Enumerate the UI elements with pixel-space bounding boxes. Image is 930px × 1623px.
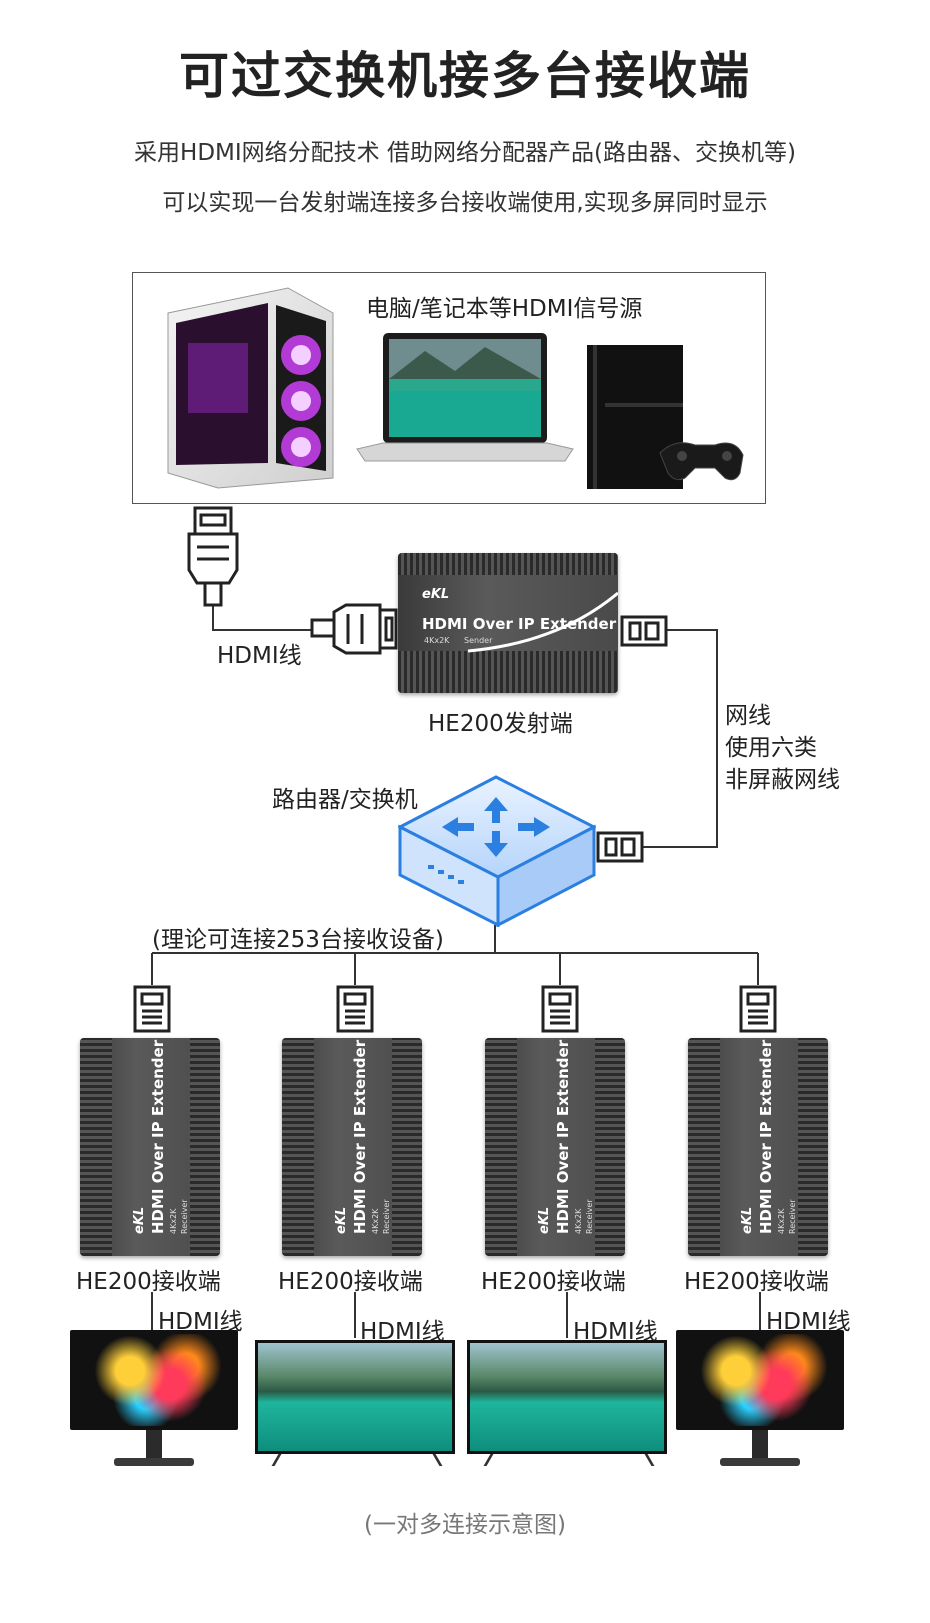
- receiver-1-label: HE200接收端: [76, 1269, 221, 1295]
- subtitle-line-1: 采用HDMI网络分配技术 借助网络分配器产品(路由器、交换机等): [134, 140, 796, 166]
- receiver-3-label: HE200接收端: [481, 1269, 626, 1295]
- laptop-icon: [356, 333, 574, 462]
- transmitter-device: eKL HDMI Over IP Extender 4Kx2K Sender: [398, 553, 618, 693]
- receiver-device-2: eKL HDMI Over IP Extender 4Kx2K Receiver: [282, 1038, 422, 1256]
- rj45-connector-icon: [620, 615, 668, 647]
- rj45-receiver-3-icon: [541, 985, 579, 1033]
- monitor-display-4: [676, 1330, 844, 1468]
- receiver-4-role: Receiver: [788, 1199, 797, 1234]
- receiver-2-product-name: HDMI Over IP Extender: [351, 1039, 369, 1234]
- receiver-4-label: HE200接收端: [684, 1269, 829, 1295]
- receiver-3-product-name: HDMI Over IP Extender: [554, 1039, 572, 1234]
- signal-sources-panel: 电脑/笔记本等HDMI信号源: [132, 272, 766, 504]
- receiver-2-role: Receiver: [382, 1199, 391, 1234]
- transmitter-role: Sender: [464, 636, 493, 645]
- network-switch-icon: [398, 775, 596, 927]
- receiver-device-1: eKL HDMI Over IP Extender 4Kx2K Receiver: [80, 1038, 220, 1256]
- receiver-4-product-name: HDMI Over IP Extender: [757, 1039, 775, 1234]
- diagram-caption: (一对多连接示意图): [364, 1512, 566, 1538]
- receiver-3-brand: eKL: [537, 1206, 552, 1234]
- receiver-1-spec: 4Kx2K: [169, 1208, 178, 1234]
- rj45-receiver-2-icon: [336, 985, 374, 1033]
- transmitter-brand: eKL: [422, 587, 450, 602]
- rj45-switch-connector-icon: [596, 831, 644, 863]
- hdmi-cable-label: HDMI线: [217, 643, 302, 669]
- receiver-1-brand: eKL: [132, 1206, 147, 1234]
- receiver-device-4: eKL HDMI Over IP Extender 4Kx2K Receiver: [688, 1038, 828, 1256]
- receiver-2-brand: eKL: [334, 1206, 349, 1234]
- receiver-device-3: eKL HDMI Over IP Extender 4Kx2K Receiver: [485, 1038, 625, 1256]
- hdmi-plug-icon: [187, 506, 239, 607]
- network-cable-label-3: 非屏蔽网线: [725, 767, 840, 793]
- pc-tower-icon: [167, 287, 334, 489]
- capacity-note: (理论可连接253台接收设备): [152, 927, 444, 953]
- tv-display-2: [255, 1340, 455, 1468]
- transmitter-spec: 4Kx2K: [424, 636, 450, 645]
- switch-label: 路由器/交换机: [272, 787, 418, 813]
- tv-display-3: [467, 1340, 667, 1468]
- sources-label: 电脑/笔记本等HDMI信号源: [366, 296, 643, 322]
- transmitter-product-name: HDMI Over IP Extender: [422, 615, 617, 633]
- rj45-receiver-4-icon: [739, 985, 777, 1033]
- monitor-display-1: [70, 1330, 238, 1468]
- network-cable-label-2: 使用六类: [725, 735, 817, 761]
- hdmi-source-cable: [212, 605, 312, 631]
- subtitle-line-2: 可以实现一台发射端连接多台接收端使用,实现多屏同时显示: [162, 190, 768, 216]
- receiver-4-spec: 4Kx2K: [777, 1208, 786, 1234]
- game-console-icon: [587, 345, 744, 489]
- network-cable-label-1: 网线: [725, 703, 771, 729]
- receiver-3-role: Receiver: [585, 1199, 594, 1234]
- transmitter-label: HE200发射端: [428, 711, 573, 737]
- page-title: 可过交换机接多台接收端: [179, 46, 751, 105]
- receiver-3-spec: 4Kx2K: [574, 1208, 583, 1234]
- rj45-receiver-1-icon: [133, 985, 171, 1033]
- receiver-2-label: HE200接收端: [278, 1269, 423, 1295]
- hdmi-plug-horizontal-icon: [310, 603, 398, 655]
- network-cable-tx: [642, 629, 718, 848]
- receiver-2-spec: 4Kx2K: [371, 1208, 380, 1234]
- receiver-1-role: Receiver: [180, 1199, 189, 1234]
- receiver-1-product-name: HDMI Over IP Extender: [149, 1039, 167, 1234]
- receiver-4-brand: eKL: [740, 1206, 755, 1234]
